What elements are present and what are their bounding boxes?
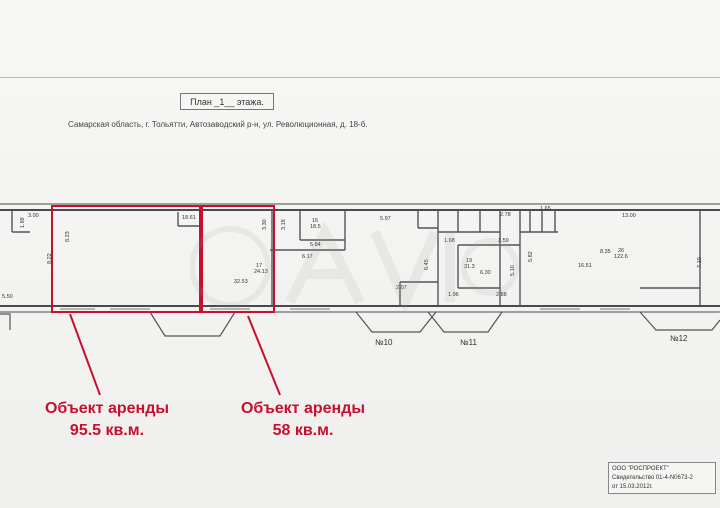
room-label: 18.5 (310, 224, 321, 230)
stamp-cert: Свидетельство 01-4-N0673-2 (612, 475, 693, 481)
room-label: 3.00 (28, 213, 39, 219)
room-label: 122.6 (614, 254, 628, 260)
interior-walls (11, 210, 701, 306)
entrance-label: №11 (460, 338, 477, 347)
room-label: 7.10 (697, 257, 703, 268)
entrance-label: №12 (670, 334, 688, 343)
room-label: 3.30 (262, 219, 268, 230)
room-label: 31.3 (464, 264, 475, 270)
rental-highlights (51, 205, 281, 396)
room-label: 32.53 (234, 279, 248, 285)
page-edge-line (0, 77, 720, 78)
pointer-line-2 (247, 315, 281, 396)
stamp-date: от 15.03.2012г. (612, 484, 653, 490)
room-labels: 3.00 1.89 8.22 8.23 5.50 18.61 3.30 32.5… (2, 206, 703, 300)
room-label: 2.07 (396, 285, 407, 291)
room-label: 6.17 (302, 254, 313, 260)
entrance-label: №10 (375, 338, 393, 347)
room-label: 5.50 (2, 294, 13, 300)
stamp-company: ООО "РОСПРОЕКТ" (612, 466, 669, 472)
rental-caption-1-area: 95.5 кв.м. (69, 422, 145, 439)
room-label: 17 (256, 263, 262, 269)
rental-caption-2-label: Объект аренды (240, 400, 366, 417)
room-label: 5.10 (510, 265, 516, 276)
rental-area-2-outline (201, 205, 275, 313)
room-label: 3.18 (281, 219, 287, 230)
rental-area-1-outline (51, 205, 201, 313)
room-label: 24.13 (254, 269, 268, 275)
room-label: 13.00 (622, 213, 636, 219)
room-label: 6.30 (480, 270, 491, 276)
room-label: 8.35 (600, 249, 611, 255)
room-label: 19 (466, 258, 472, 264)
company-stamp: ООО "РОСПРОЕКТ" Свидетельство 01-4-N0673… (608, 462, 716, 494)
room-label: 6.45 (424, 259, 430, 270)
rental-caption-2: Объект аренды 58 кв.м. (218, 398, 388, 442)
room-label: 2.88 (496, 292, 507, 298)
porches (0, 311, 720, 337)
room-label: 5.84 (310, 242, 321, 248)
room-label: 16.51 (578, 263, 592, 269)
room-label: 5.82 (528, 251, 534, 262)
room-label: 1.96 (448, 292, 459, 298)
room-label: 5.97 (380, 216, 391, 222)
room-label: 1.68 (444, 238, 455, 244)
room-label: 3.59 (498, 238, 509, 244)
room-label: 8.23 (65, 231, 71, 242)
room-label: 2.78 (500, 212, 511, 218)
outer-walls (0, 203, 720, 313)
room-label: 1.89 (20, 217, 26, 228)
pointer-line-1 (69, 313, 101, 396)
address-line: Самарская область, г. Тольятти, Автозаво… (68, 120, 368, 129)
rental-caption-1: Объект аренды 95.5 кв.м. (22, 398, 192, 442)
rental-caption-2-area: 58 кв.м. (272, 422, 334, 439)
room-label: 1.65 (540, 206, 551, 212)
room-label: 8.22 (47, 253, 53, 264)
room-label: 16 (312, 218, 318, 224)
entrance-labels: №10 №11 №12 (375, 334, 688, 347)
plan-title: План _1__ этажа. (180, 93, 274, 110)
room-label: 26 (618, 248, 624, 254)
room-label: 18.61 (182, 215, 196, 221)
rental-caption-1-label: Объект аренды (44, 400, 170, 417)
